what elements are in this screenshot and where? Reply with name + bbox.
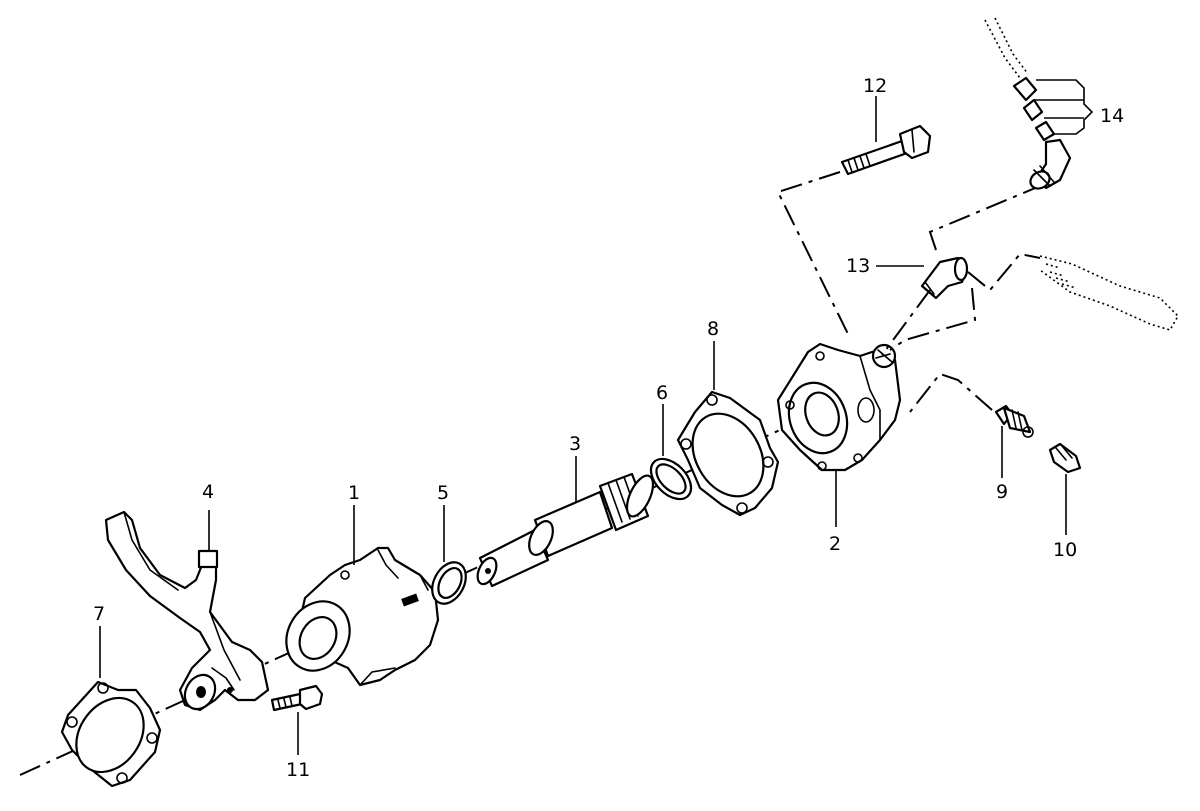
part-6-o-ring: [649, 457, 693, 501]
callout-3: 3: [569, 433, 581, 455]
callout-8: 8: [707, 318, 719, 340]
part-14-hose-assembly: [984, 17, 1072, 190]
part-11-bolt: [270, 684, 324, 712]
part-4-shift-fork: [104, 510, 270, 712]
callout-14: 14: [1100, 105, 1124, 127]
callout-2: 2: [829, 533, 841, 555]
callout-7: 7: [93, 603, 105, 625]
callout-10: 10: [1053, 539, 1077, 561]
fitting-13-hose-line: [967, 252, 1041, 292]
part-5-o-ring: [431, 561, 467, 605]
callout-4: 4: [202, 481, 214, 503]
part-2-cover-housing: [776, 342, 902, 472]
bolt-12-guide-line: [776, 171, 851, 339]
part-10-plug: [1048, 442, 1082, 474]
part-1-housing: [285, 546, 440, 687]
callout-9: 9: [996, 481, 1008, 503]
part-3-shaft: [476, 472, 655, 588]
callout-1: 1: [348, 482, 360, 504]
fitting-13-guide-line: [881, 289, 931, 356]
fitting-13-return-line: [889, 287, 977, 351]
callout-labels: 1 2 3 4 5 6 7 8 9 10 11 12 13 14: [93, 75, 1124, 781]
callout-13: 13: [846, 255, 870, 277]
leader-lines: [99, 79, 1094, 755]
callout-6: 6: [656, 382, 668, 404]
callout-12: 12: [863, 75, 887, 97]
valve-9-guide-line: [909, 372, 993, 413]
callout-5: 5: [437, 482, 449, 504]
part-9-bleeder-valve: [994, 404, 1034, 438]
callout-11: 11: [286, 759, 310, 781]
hose-end-dotted: [1039, 255, 1179, 331]
fitting-13-link-line: [928, 185, 1041, 251]
part-7-gasket: [60, 680, 162, 788]
part-13-elbow-fitting: [920, 256, 969, 300]
part-12-bolt: [840, 124, 932, 176]
part-8-gasket: [676, 390, 780, 517]
